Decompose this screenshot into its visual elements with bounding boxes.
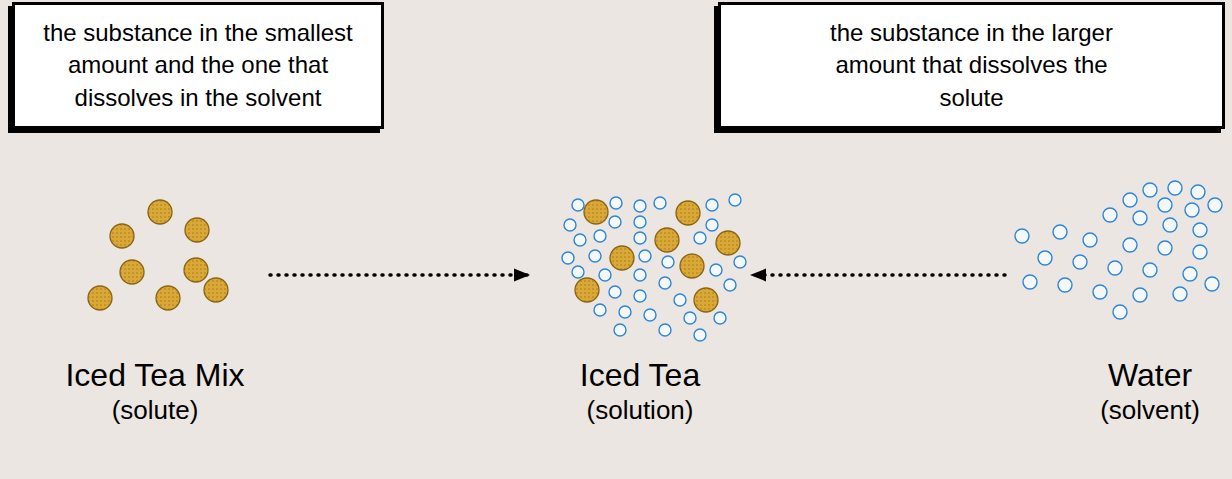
solvent-particle xyxy=(1093,285,1107,299)
definition-text: the substance in the larger amount that … xyxy=(802,17,1142,114)
solute-particle xyxy=(655,228,679,252)
solvent-particle xyxy=(1158,198,1172,212)
solvent-particle xyxy=(589,250,601,262)
solvent-particle xyxy=(1143,263,1157,277)
solute-particle xyxy=(148,200,172,224)
solvent-particle xyxy=(1053,225,1067,239)
solution-particles xyxy=(562,194,746,341)
solvent-particle xyxy=(1023,275,1037,289)
solvent-particle xyxy=(1143,183,1157,197)
solvent-particle xyxy=(634,269,646,281)
role-label: (solute) xyxy=(112,395,199,425)
solvent-particle xyxy=(1113,305,1127,319)
solvent-particle xyxy=(1205,277,1219,291)
solvent-particle xyxy=(1133,288,1147,302)
solvent-particle xyxy=(574,234,586,246)
solvent-particle xyxy=(594,230,606,242)
solute-particle xyxy=(716,231,740,255)
solvent-particle xyxy=(1158,241,1172,255)
solvent-particle xyxy=(1058,278,1072,292)
solute-particle xyxy=(184,258,208,282)
solvent-particle xyxy=(1168,181,1182,195)
definition-text: the substance in the smallest amount and… xyxy=(25,17,371,114)
solvent-particle xyxy=(619,306,631,318)
solvent-particle xyxy=(734,256,746,268)
solvent-particle xyxy=(714,312,726,324)
solvent-particle xyxy=(1108,261,1122,275)
role-label: (solvent) xyxy=(1100,395,1200,425)
substance-name: Iced Tea Mix xyxy=(65,355,244,395)
substance-name: Iced Tea xyxy=(580,355,700,395)
dotted-arrow xyxy=(270,273,530,277)
solute-particle xyxy=(185,218,209,242)
solvent-particle xyxy=(610,197,622,209)
solution-group: Iced Tea(solution) xyxy=(530,190,750,425)
solute-particle xyxy=(120,260,144,284)
solvent-particle xyxy=(694,232,706,244)
solvent-particle xyxy=(674,294,686,306)
solvent-particle xyxy=(1123,238,1137,252)
solvent-particle xyxy=(594,304,606,316)
solvent-particle xyxy=(684,312,696,324)
solvent-particle xyxy=(609,216,621,228)
solute-particle xyxy=(610,246,634,270)
solvent-particle xyxy=(706,219,718,231)
solvent-particle xyxy=(562,252,574,264)
solvent-particle xyxy=(1208,198,1222,212)
solvent-particle xyxy=(710,264,722,276)
solute-particle xyxy=(156,286,180,310)
solvent-particle xyxy=(659,324,671,336)
solvent-particle xyxy=(706,199,718,211)
solute-particle xyxy=(584,200,608,224)
solvent-particle xyxy=(634,216,646,228)
solvent-particle xyxy=(1123,193,1137,207)
solute-definition-box: the substance in the smallest amount and… xyxy=(12,2,384,129)
role-label: (solution) xyxy=(587,395,694,425)
solvent-group: Water(solvent) xyxy=(1005,185,1225,425)
solvent-particle xyxy=(694,329,706,341)
dotted-arrow xyxy=(750,273,1005,277)
solvent-definition-box: the substance in the larger amount that … xyxy=(718,2,1225,129)
solute-particle xyxy=(575,278,599,302)
solvent-particle xyxy=(1083,233,1097,247)
solvent-particle xyxy=(634,290,646,302)
solvent-particle xyxy=(564,219,576,231)
solvent-particles xyxy=(1015,181,1222,319)
solvent-particle xyxy=(1183,267,1197,281)
solvent-particle xyxy=(1193,223,1207,237)
solvent-particle xyxy=(1193,245,1207,259)
solvent-particle xyxy=(572,266,584,278)
solute-particle xyxy=(680,254,704,278)
solvent-particle xyxy=(609,286,621,298)
solvent-particle xyxy=(1073,255,1087,269)
solvent-particle xyxy=(1173,287,1187,301)
solvent-particle xyxy=(1185,203,1199,217)
solvent-particle xyxy=(572,199,584,211)
solvent-particle xyxy=(634,232,646,244)
solvent-particle xyxy=(1015,229,1029,243)
solvent-particle xyxy=(724,279,736,291)
solvent-particle xyxy=(634,200,646,212)
solute-particle xyxy=(204,278,228,302)
solvent-particle xyxy=(599,269,611,281)
solvent-particle xyxy=(644,309,656,321)
solute-group: Iced Tea Mix(solute) xyxy=(40,195,270,425)
solvent-particle xyxy=(1038,251,1052,265)
solute-particle xyxy=(676,201,700,225)
solvent-particle xyxy=(1191,185,1205,199)
solvent-particle xyxy=(662,256,674,268)
solvent-particle xyxy=(614,324,626,336)
solute-particle xyxy=(694,288,718,312)
solute-particle xyxy=(110,224,134,248)
solute-particle xyxy=(88,286,112,310)
solvent-particle xyxy=(659,277,671,289)
solvent-particle xyxy=(654,197,666,209)
solvent-particle xyxy=(729,194,741,206)
solvent-particle xyxy=(1163,218,1177,232)
substance-name: Water xyxy=(1108,355,1192,395)
solvent-particle xyxy=(1103,208,1117,222)
solvent-particle xyxy=(639,250,651,262)
solvent-particle xyxy=(1133,211,1147,225)
solute-particles xyxy=(88,200,228,310)
